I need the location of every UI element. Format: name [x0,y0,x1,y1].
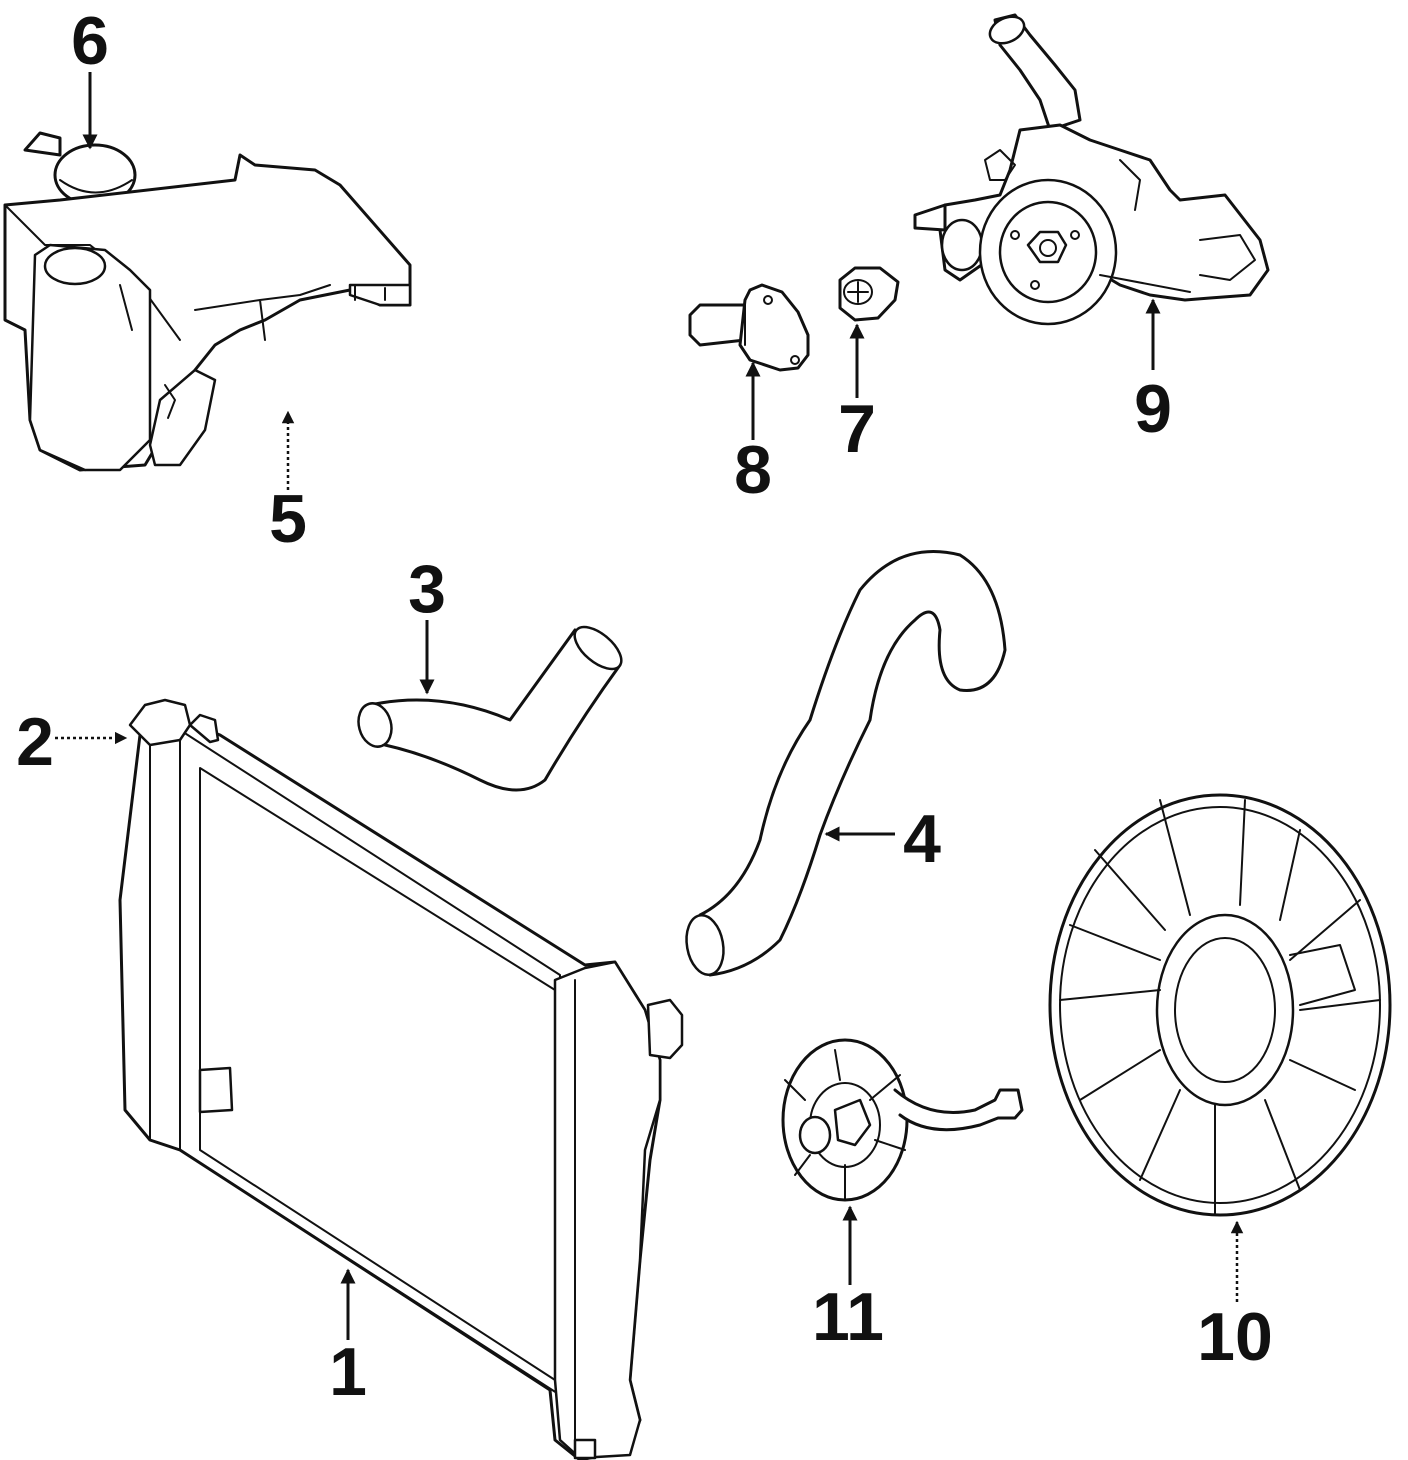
fan-shroud [1048,793,1392,1217]
cooling-fan-motor [781,1038,1024,1202]
callout-4: 4 [903,801,941,877]
leader-lines [55,72,1244,1340]
lower-radiator-hose [685,550,1007,977]
radiator [118,698,684,1460]
water-pump [913,13,1270,326]
upper-radiator-hose [357,625,623,792]
callout-5: 5 [269,481,307,557]
callout-8: 8 [734,432,772,508]
callout-7: 7 [838,391,876,467]
callout-2: 2 [16,704,54,780]
callout-numbers: 1 2 3 4 5 6 7 8 9 10 11 [16,3,1273,1410]
callout-9: 9 [1134,371,1172,447]
callout-3: 3 [408,551,446,627]
callout-10: 10 [1197,1299,1273,1375]
coolant-reservoir [3,153,412,472]
thermostat [838,266,900,322]
callout-11: 11 [812,1279,884,1355]
thermostat-housing [688,283,810,372]
callout-1: 1 [329,1334,367,1410]
callout-6: 6 [71,3,109,79]
